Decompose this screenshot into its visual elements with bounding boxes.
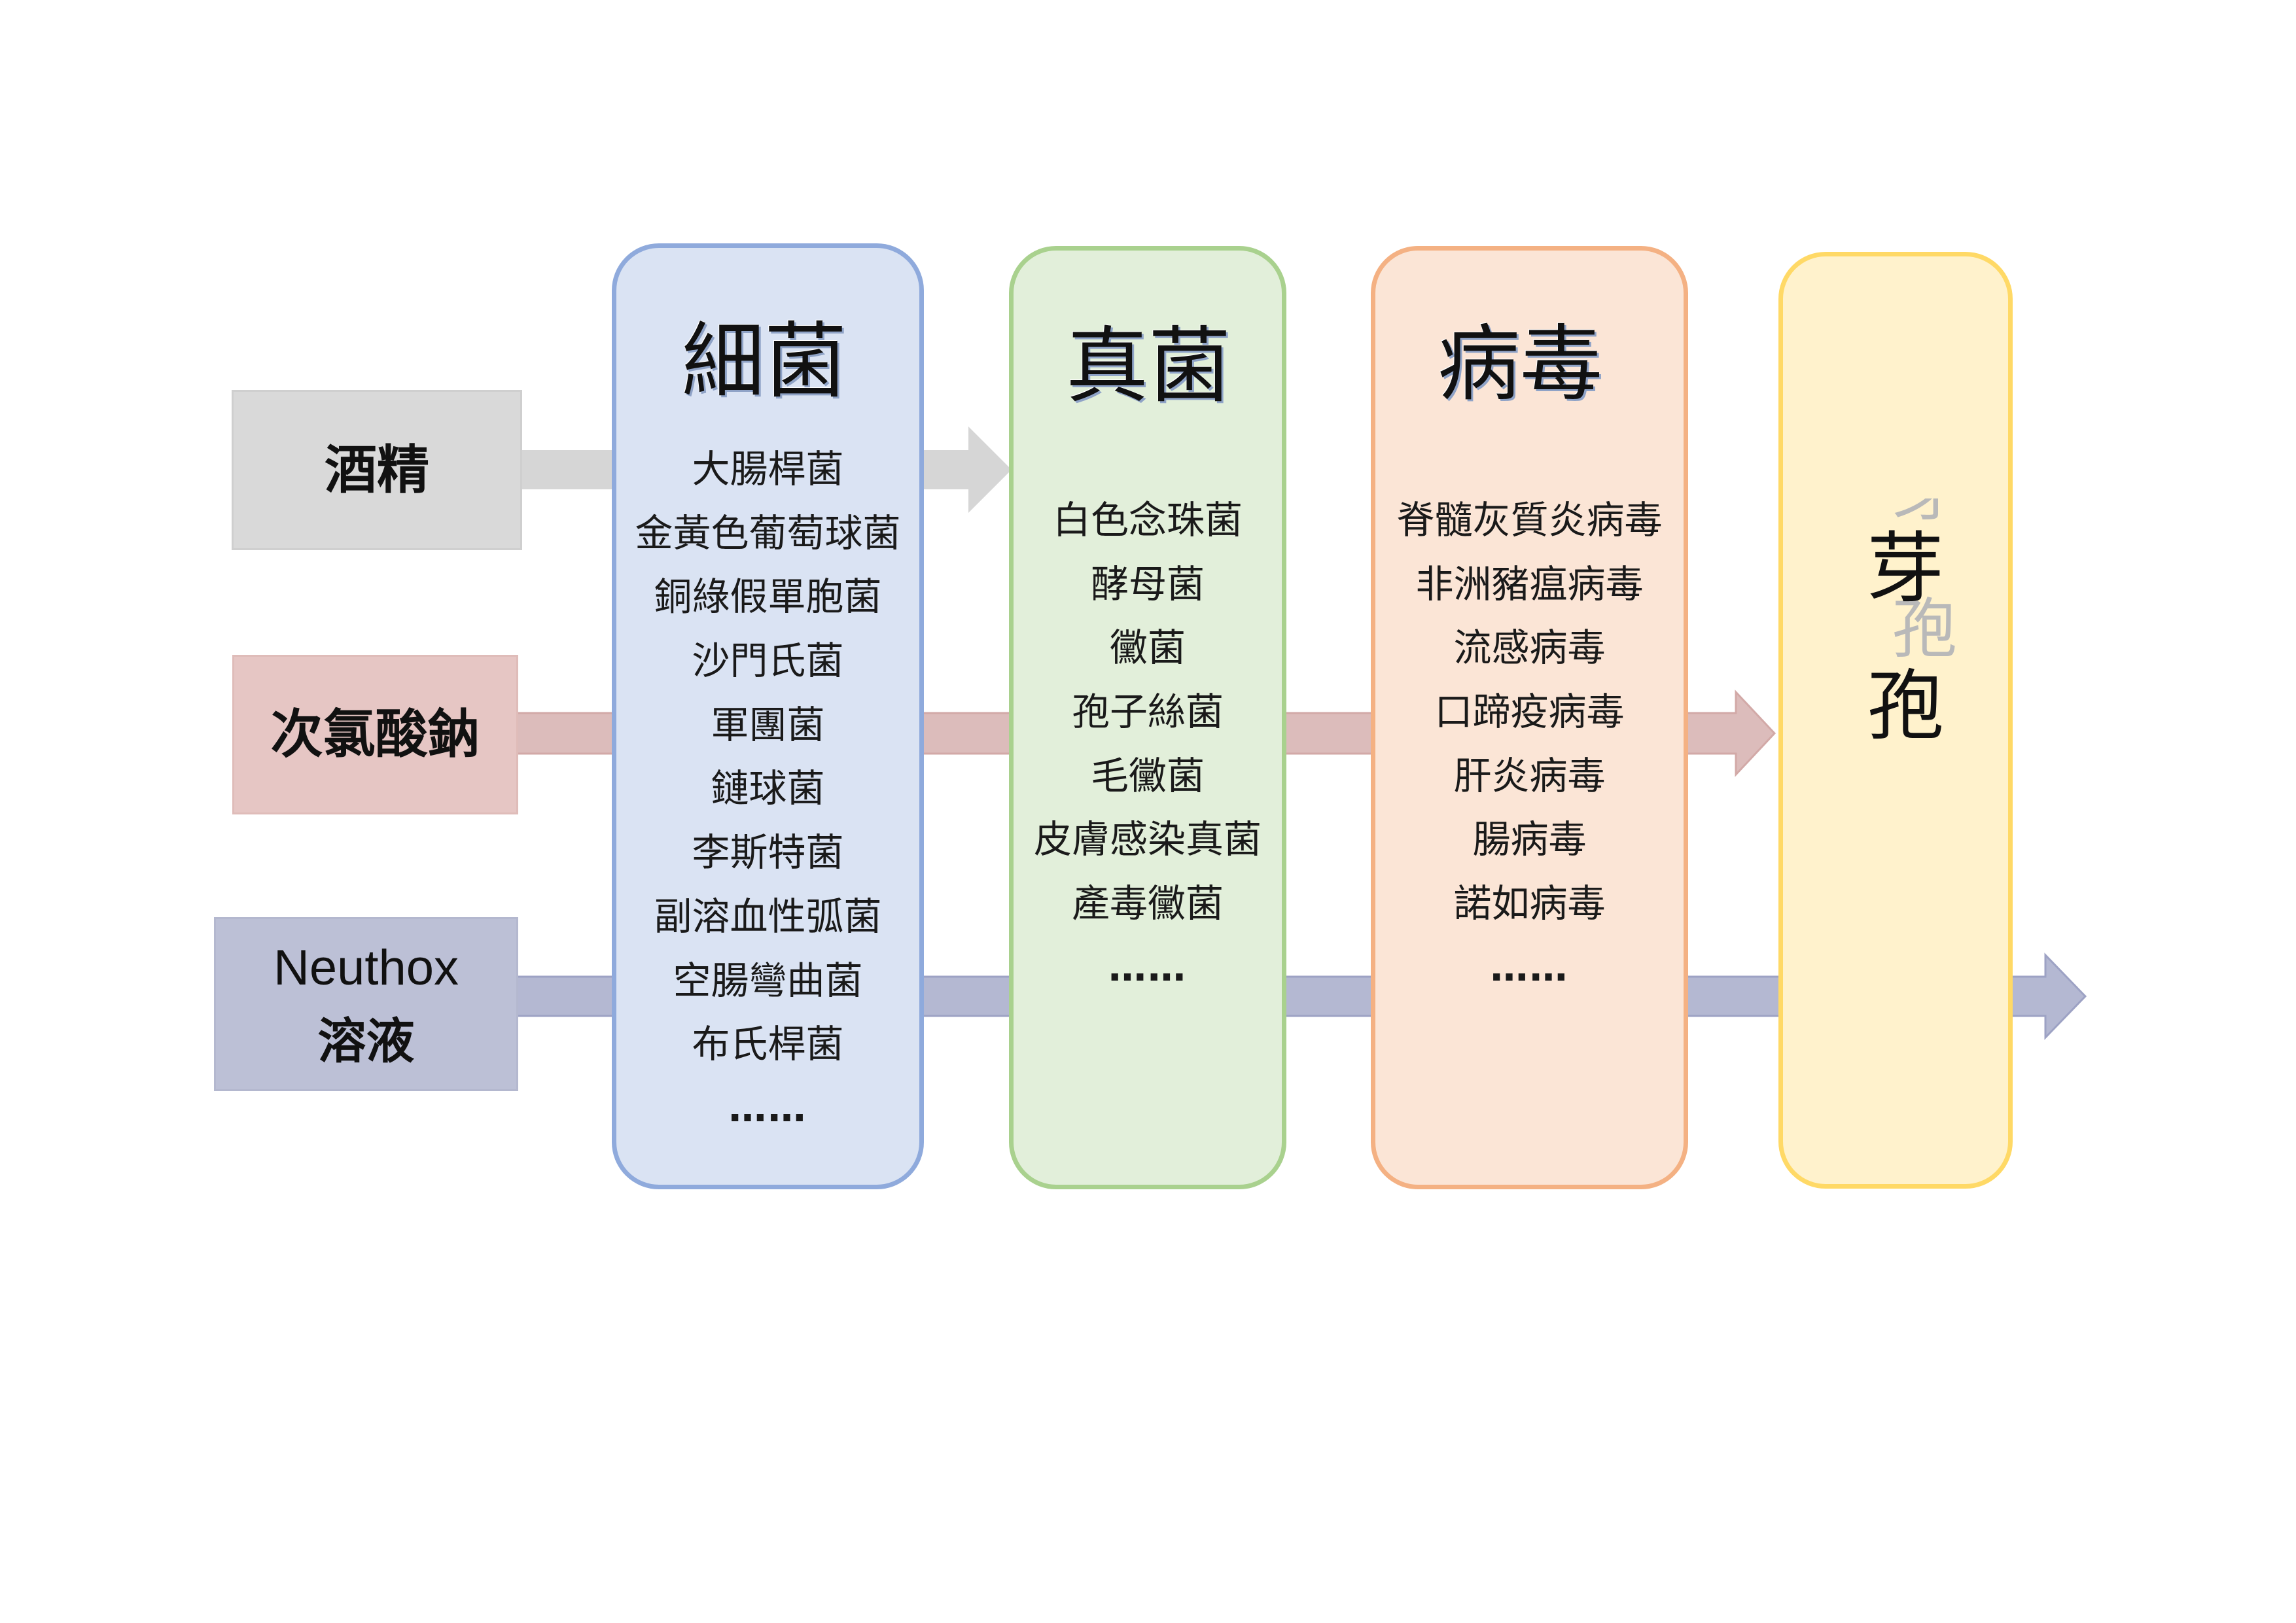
- spore-ghost-char-1: 芽: [1892, 453, 1957, 530]
- virus-item: 脊髓灰質炎病毒: [1396, 498, 1663, 542]
- virus-item: 肝炎病毒: [1453, 753, 1606, 798]
- agent-alcohol: 酒精: [232, 390, 522, 550]
- bacteria-item: 銅綠假單胞菌: [654, 574, 882, 620]
- fungi-item: 孢子絲菌: [1071, 689, 1224, 735]
- bacteria-item: 鏈球菌: [711, 766, 825, 811]
- fungi-list: 白色念珠菌 酵母菌 黴菌 孢子絲菌 毛黴菌 皮膚感染真菌 產毒黴菌 ……: [1014, 489, 1282, 1000]
- virus-item: 腸病毒: [1472, 817, 1587, 862]
- agent-alcohol-label: 酒精: [325, 439, 429, 500]
- agent-neuthox-label-line2: 溶液: [317, 1013, 415, 1070]
- virus-item: 非洲豬瘟病毒: [1415, 561, 1644, 606]
- virus-item: 流感病毒: [1453, 625, 1606, 671]
- virus-item: 諾如病毒: [1453, 881, 1606, 926]
- bacteria-item: 副溶血性弧菌: [654, 894, 882, 939]
- fungi-item: 酵母菌: [1090, 561, 1205, 606]
- category-viruses: 病毒 脊髓灰質炎病毒 非洲豬瘟病毒 流感病毒 口蹄疫病毒 肝炎病毒 腸病毒 諾如…: [1371, 246, 1688, 1189]
- bacteria-item: 軍團菌: [711, 702, 825, 747]
- bacteria-list: 大腸桿菌 金黃色葡萄球菌 銅綠假單胞菌 沙門氏菌 軍團菌 鏈球菌 李斯特菌 副溶…: [616, 438, 919, 1141]
- bacteria-item: 李斯特菌: [692, 830, 844, 875]
- agent-neuthox-label-line1: Neuthox: [273, 939, 459, 996]
- category-bacteria: 細菌 大腸桿菌 金黃色葡萄球菌 銅綠假單胞菌 沙門氏菌 軍團菌 鏈球菌 李斯特菌…: [612, 243, 924, 1189]
- bacteria-item: 大腸桿菌: [692, 447, 844, 491]
- fungi-item: 黴菌: [1109, 625, 1186, 671]
- spore-ghost-char-2: 孢: [1892, 591, 1957, 667]
- fungi-more: ……: [1108, 945, 1187, 990]
- category-spores-title-char-2: 孢: [1867, 661, 1945, 751]
- virus-more: ……: [1490, 945, 1569, 990]
- agent-sodium-hypochlorite: 次氯酸鈉: [232, 655, 518, 814]
- virus-item: 口蹄疫病毒: [1434, 689, 1625, 735]
- category-spores: 芽 孢 芽 孢: [1778, 252, 2013, 1189]
- fungi-item: 產毒黴菌: [1071, 881, 1224, 926]
- category-viruses-title: 病毒: [1438, 316, 1602, 412]
- bacteria-item: 空腸彎曲菌: [673, 958, 863, 1003]
- category-fungi-title: 真菌: [1066, 318, 1231, 414]
- category-bacteria-title: 細菌: [682, 313, 847, 410]
- agent-sodium-hypochlorite-label: 次氯酸鈉: [270, 704, 480, 765]
- bacteria-item: 沙門氏菌: [692, 638, 844, 684]
- viruses-list: 脊髓灰質炎病毒 非洲豬瘟病毒 流感病毒 口蹄疫病毒 肝炎病毒 腸病毒 諾如病毒 …: [1375, 489, 1684, 1000]
- bacteria-item: 布氏桿菌: [692, 1022, 844, 1067]
- fungi-item: 白色念珠菌: [1052, 498, 1243, 542]
- category-fungi: 真菌 白色念珠菌 酵母菌 黴菌 孢子絲菌 毛黴菌 皮膚感染真菌 產毒黴菌 ……: [1009, 246, 1286, 1189]
- agent-neuthox: Neuthox 溶液: [214, 917, 518, 1091]
- fungi-item: 毛黴菌: [1090, 753, 1205, 798]
- bacteria-more: ……: [728, 1085, 807, 1130]
- fungi-item: 皮膚感染真菌: [1033, 817, 1262, 862]
- category-spores-title-char-1: 芽: [1867, 523, 1945, 614]
- bacteria-item: 金黃色葡萄球菌: [635, 510, 901, 555]
